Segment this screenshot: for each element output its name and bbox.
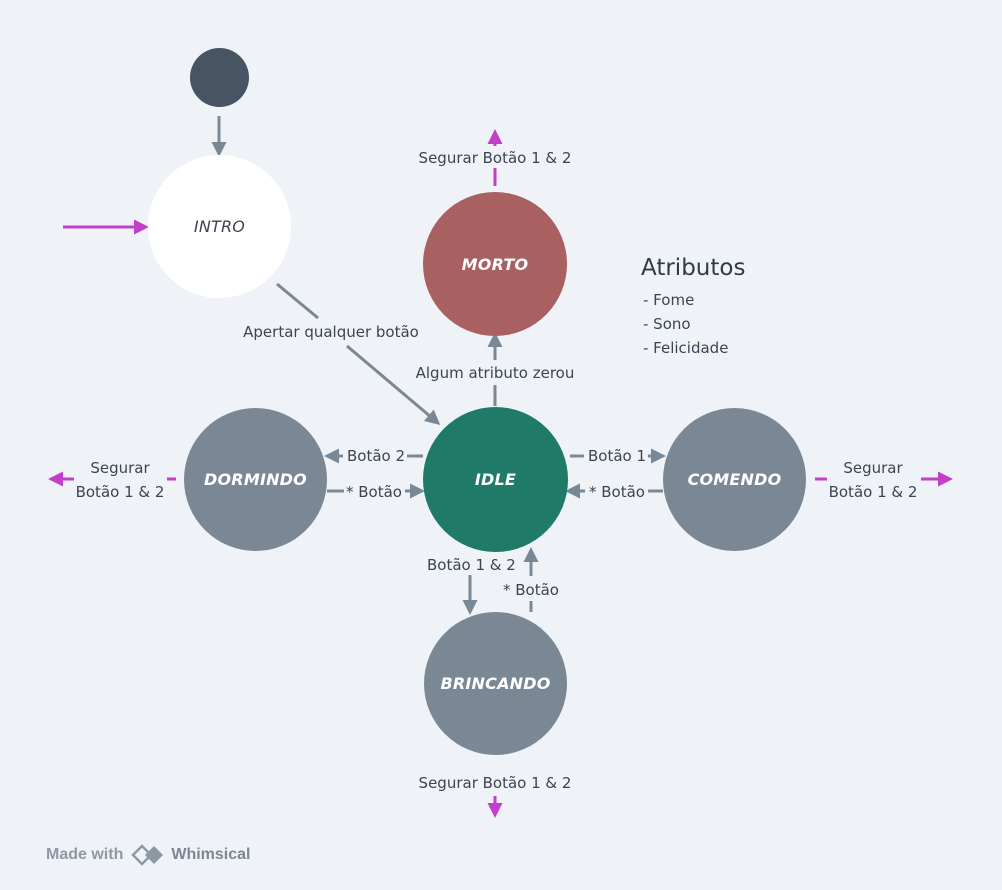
comendo-node: COMENDO [663, 408, 806, 551]
brincando-node-label: BRINCANDO [440, 674, 551, 693]
label-segurar-left: Segurar Botão 1 & 2 [75, 456, 165, 504]
idle-node-label: IDLE [474, 470, 517, 489]
label-botao-1: Botão 1 [588, 447, 647, 465]
dormindo-node-label: DORMINDO [204, 470, 307, 489]
label-segurar-bottom: Segurar Botão 1 & 2 [418, 774, 572, 792]
edge-intro-idle-a [276, 282, 319, 320]
idle-node: IDLE [423, 407, 568, 552]
whimsical-brand-text: Whimsical [171, 846, 251, 863]
start-node [190, 48, 249, 107]
label-algum: Algum atributo zerou [415, 364, 575, 382]
label-botao-1-2: Botão 1 & 2 [427, 556, 516, 574]
comendo-node-label: COMENDO [687, 470, 782, 489]
attribute-item: - Sono [643, 315, 691, 333]
label-star-botao-right: * Botão [589, 483, 645, 501]
dormindo-node: DORMINDO [184, 408, 327, 551]
morto-node: MORTO [423, 192, 567, 336]
made-with-footer[interactable]: Made with Whimsical [46, 844, 250, 866]
made-with-text: Made with [46, 846, 124, 863]
edge-intro-idle-b [346, 344, 441, 425]
label-segurar-top: Segurar Botão 1 & 2 [418, 149, 572, 167]
label-star-botao-left: * Botão [346, 483, 402, 501]
whimsical-logo-icon [131, 844, 164, 866]
label-segurar-right: Segurar Botão 1 & 2 [828, 456, 918, 504]
label-botao-2: Botão 2 [347, 447, 406, 465]
intro-node-label: INTRO [193, 217, 246, 236]
label-apertar: Apertar qualquer botão [243, 323, 419, 341]
morto-node-label: MORTO [461, 254, 529, 274]
label-star-botao-bottom: * Botão [503, 581, 559, 599]
intro-node: INTRO [148, 155, 291, 298]
attribute-item: - Felicidade [643, 339, 729, 357]
attribute-item: - Fome [643, 291, 695, 309]
attributes-title: Atributos [641, 255, 746, 281]
brincando-node: BRINCANDO [424, 612, 567, 755]
